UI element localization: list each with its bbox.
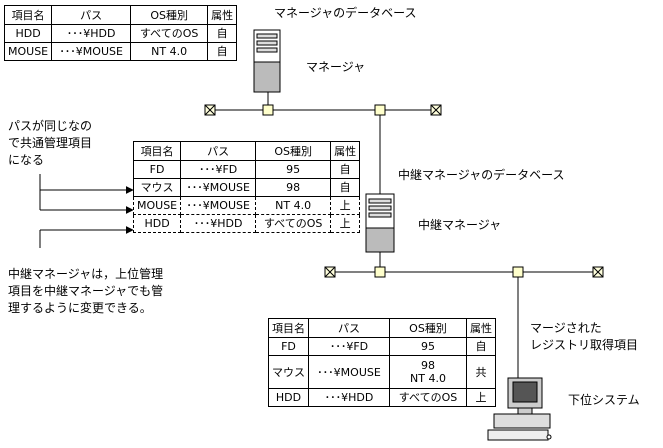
header-cell: OS種別 <box>255 141 332 161</box>
table-row: MOUSE ･･･¥MOUSE NT 4.0 自 <box>3 42 238 61</box>
table-cell: ･･･¥HDD <box>180 214 257 233</box>
table-cell: すべてのOS <box>255 214 332 233</box>
table-cell: NT 4.0 <box>255 196 332 215</box>
computer-icon <box>487 377 552 441</box>
table-cell: 共 <box>466 355 496 389</box>
merged-registry-title-line1: マージされた <box>530 321 602 335</box>
table-cell: 上 <box>466 388 496 407</box>
common-item-annotation: パスが同じなの で共通管理項目 になる <box>8 119 93 167</box>
table-row: MOUSE ･･･¥MOUSE NT 4.0 上 <box>132 196 361 215</box>
table-cell: MOUSE <box>132 196 182 215</box>
header-cell: 属性 <box>466 318 496 338</box>
header-cell: 属性 <box>330 141 361 161</box>
table-cell: NT 4.0 <box>130 42 209 61</box>
os-type-value: NT 4.0 <box>410 372 446 385</box>
terminator-icon <box>204 104 216 116</box>
header-cell: 項目名 <box>268 318 309 338</box>
connector-node <box>374 266 386 278</box>
server-icon <box>365 193 395 253</box>
table-cell: MOUSE <box>3 42 53 61</box>
connector-node <box>262 104 274 116</box>
relay-change-annotation: 中継マネージャは，上位管理 項目を中継マネージャでも管 理するように変更できる。 <box>8 267 164 315</box>
table-row: マウス ･･･¥MOUSE 98 NT 4.0 共 <box>268 355 496 389</box>
table-cell: すべてのOS <box>130 24 209 43</box>
table-row: FD ･･･¥FD 95 自 <box>268 337 496 356</box>
header-cell: 属性 <box>207 5 238 25</box>
connector-node <box>512 266 524 278</box>
table-cell: ･･･¥HDD <box>51 24 132 43</box>
header-cell: 項目名 <box>3 5 53 25</box>
table-header-row: 項目名 パス OS種別 属性 <box>132 141 361 161</box>
table-cell: ･･･¥MOUSE <box>51 42 132 61</box>
table-cell: マウス <box>268 355 309 389</box>
table-cell: 自 <box>330 160 361 179</box>
table-row: FD ･･･¥FD 95 自 <box>132 160 361 179</box>
table-cell: ･･･¥MOUSE <box>308 355 390 389</box>
table-cell: ･･･¥FD <box>180 160 257 179</box>
table-cell: HDD <box>132 214 182 233</box>
terminator-icon <box>592 266 604 278</box>
os-type-value: 98 <box>421 359 435 372</box>
terminator-icon <box>430 104 442 116</box>
table-row: HDD ･･･¥HDD すべてのOS 上 <box>132 214 361 233</box>
table-cell: 95 <box>255 160 332 179</box>
header-cell: パス <box>308 318 390 338</box>
table-cell: ･･･¥FD <box>308 337 390 356</box>
relay-database-table: 項目名 パス OS種別 属性 FD ･･･¥FD 95 自 マウス ･･･¥MO… <box>132 141 361 233</box>
table-cell: 98 <box>255 178 332 197</box>
header-cell: 項目名 <box>132 141 182 161</box>
table-cell: FD <box>268 337 309 356</box>
table-cell: ･･･¥MOUSE <box>180 178 257 197</box>
merged-registry-title-line2: レジストリ取得項目 <box>530 338 639 352</box>
table-cell: マウス <box>132 178 182 197</box>
table-cell: 上 <box>330 214 361 233</box>
table-cell: すべてのOS <box>389 388 467 407</box>
table-header-row: 項目名 パス OS種別 属性 <box>3 5 238 25</box>
header-cell: OS種別 <box>130 5 209 25</box>
header-cell: パス <box>180 141 257 161</box>
table-cell: ･･･¥MOUSE <box>180 196 257 215</box>
table-row: HDD ･･･¥HDD すべてのOS 自 <box>3 24 238 43</box>
table-cell: 98 NT 4.0 <box>389 355 467 389</box>
table-cell: HDD <box>268 388 309 407</box>
manager-database-table: 項目名 パス OS種別 属性 HDD ･･･¥HDD すべてのOS 自 MOUS… <box>3 5 238 61</box>
table-cell: 自 <box>207 24 238 43</box>
merged-registry-table: 項目名 パス OS種別 属性 FD ･･･¥FD 95 自 マウス ･･･¥MO… <box>268 318 496 407</box>
header-cell: パス <box>51 5 132 25</box>
server-icon <box>253 29 281 93</box>
table-row: HDD ･･･¥HDD すべてのOS 上 <box>268 388 496 407</box>
table-cell: 自 <box>330 178 361 197</box>
table-cell: 上 <box>330 196 361 215</box>
connector-node <box>374 104 386 116</box>
table-header-row: 項目名 パス OS種別 属性 <box>268 318 496 338</box>
table-row: マウス ･･･¥MOUSE 98 自 <box>132 178 361 197</box>
table-cell: 自 <box>466 337 496 356</box>
manager-label: マネージャ <box>306 60 366 74</box>
relay-database-title: 中継マネージャのデータベース <box>398 168 565 182</box>
terminator-icon <box>324 266 336 278</box>
table-cell: FD <box>132 160 182 179</box>
relay-manager-label: 中継マネージャ <box>418 218 502 232</box>
header-cell: OS種別 <box>389 318 467 338</box>
manager-database-title: マネージャのデータベース <box>274 6 417 20</box>
table-cell: HDD <box>3 24 53 43</box>
table-cell: ･･･¥HDD <box>308 388 390 407</box>
table-cell: 95 <box>389 337 467 356</box>
table-cell: 自 <box>207 42 238 61</box>
lower-system-label: 下位システム <box>568 393 640 407</box>
